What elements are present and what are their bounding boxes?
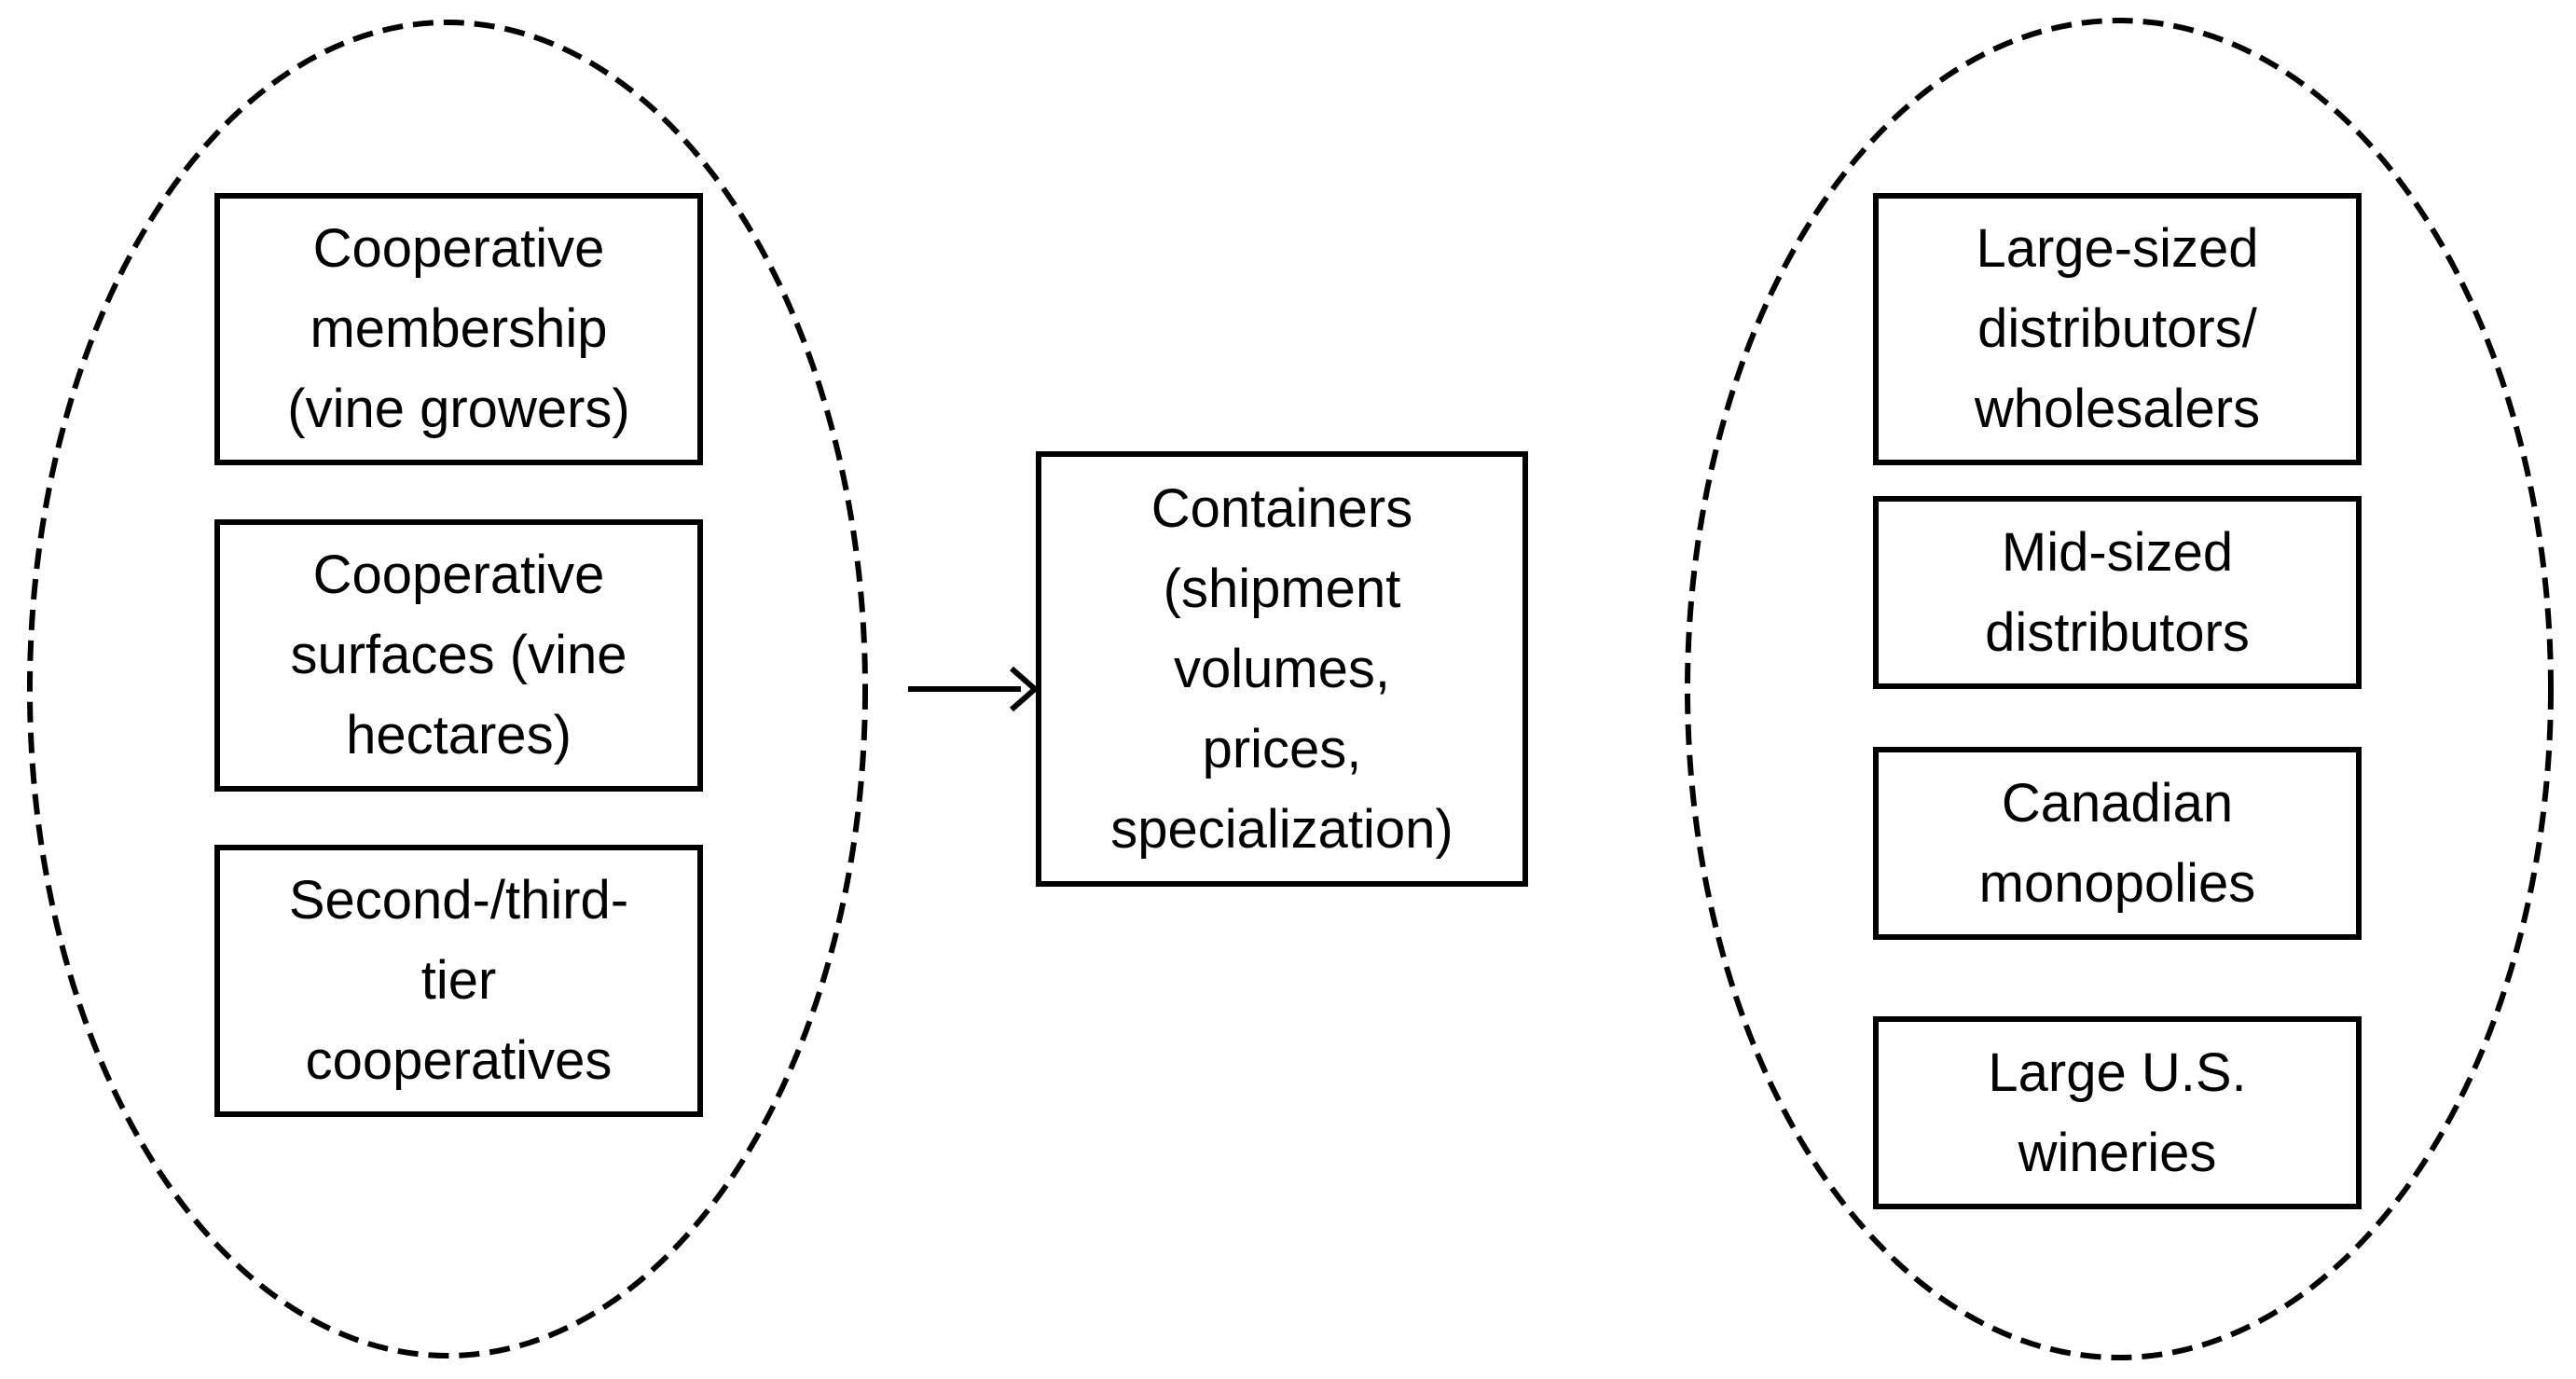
large-distributors-box: Large-sized distributors/ wholesalers <box>1873 193 2362 465</box>
containers-box: Containers (shipment volumes, prices, sp… <box>1036 451 1528 887</box>
box-label: Large U.S. wineries <box>1988 1041 2247 1183</box>
tier-cooperatives-box: Second-/third- tier cooperatives <box>214 845 703 1117</box>
box-label: Canadian monopolies <box>1978 772 2256 914</box>
box-label: Second-/third- tier cooperatives <box>288 870 629 1091</box>
box-label: Cooperative membership (vine growers) <box>287 218 630 439</box>
us-wineries-box: Large U.S. wineries <box>1873 1016 2362 1209</box>
right-group-ellipse <box>1685 18 2554 1360</box>
cooperative-surfaces-box: Cooperative surfaces (vine hectares) <box>214 519 703 792</box>
left-group-ellipse <box>27 20 868 1358</box>
cooperative-membership-box: Cooperative membership (vine growers) <box>214 193 703 465</box>
box-label: Large-sized distributors/ wholesalers <box>1974 218 2261 439</box>
box-label: Mid-sized distributors <box>1985 521 2250 663</box>
mid-distributors-box: Mid-sized distributors <box>1873 496 2362 689</box>
box-label: Containers (shipment volumes, prices, sp… <box>1110 477 1453 860</box>
box-label: Cooperative surfaces (vine hectares) <box>290 545 627 765</box>
canadian-monopolies-box: Canadian monopolies <box>1873 747 2362 940</box>
arrow-icon <box>1010 666 1040 712</box>
